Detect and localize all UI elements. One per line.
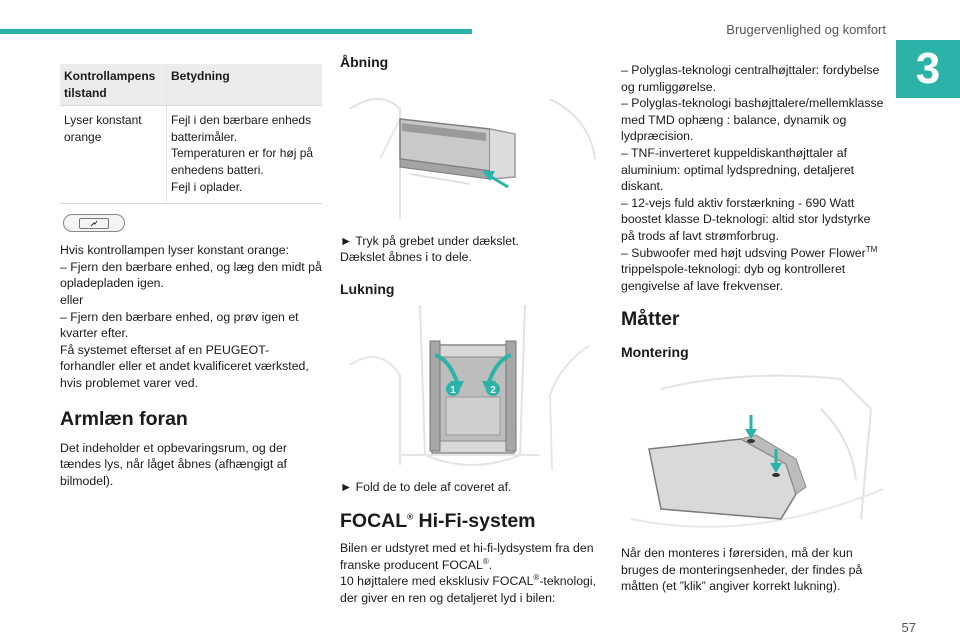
mounting-text: Når den monteres i førersiden, må der ku… — [621, 545, 863, 594]
step-2-marker — [486, 382, 500, 397]
opening-heading: Åbning — [340, 54, 389, 70]
text-line: – Fjern den bærbare enhed, og prøv igen … — [60, 309, 299, 341]
meaning-line: Fejl i den bærbare enheds batterimåler. — [171, 113, 312, 144]
text-line: – Fjern den bærbare enhed, og læg den mi… — [60, 259, 322, 291]
opening-instruction: ► Tryk på grebet under dækslet. — [340, 233, 519, 248]
table-cell-state: Lyser konstant orange — [60, 105, 167, 205]
charging-warning-icon — [63, 214, 125, 233]
step-2-label: 2 — [490, 385, 496, 396]
armrest-heading: Armlæn foran — [60, 407, 188, 430]
column-middle: Åbning ► Tryk på grebet under dækslet. D… — [340, 54, 604, 606]
step-1-marker — [446, 382, 460, 397]
armrest-text: Det indeholder et opbevaringsrum, og der… — [60, 440, 287, 488]
header-accent-bar — [0, 29, 472, 34]
list-item: – 12-vejs fuld aktiv forstærkning - 690 … — [621, 195, 871, 243]
table-row: Lyser konstant orange Fejl i den bærbare… — [60, 105, 322, 205]
focal-speakers: 10 højttalere med eksklusiv FOCAL®-tekno… — [340, 573, 597, 605]
table-header-state: Kontrollampens tilstand — [60, 64, 167, 107]
column-right: – Polyglas-teknologi centralhøjttaler: f… — [621, 62, 887, 595]
mats-heading: Måtter — [621, 308, 680, 331]
meaning-line: Fejl i oplader. — [171, 179, 243, 194]
text-line: Få systemet efterset af en PEUGEOT-forha… — [60, 342, 309, 390]
text-line: Hvis kontrollampen lyser konstant orange… — [60, 243, 289, 258]
step-1-label: 1 — [450, 385, 456, 396]
armrest-closing-illustration: 1 2 — [349, 305, 591, 471]
table-header-meaning: Betydning — [166, 64, 322, 107]
closing-heading: Lukning — [340, 280, 395, 297]
indicator-instructions: Hvis kontrollampen lyser konstant orange… — [60, 242, 322, 391]
meaning-line: Temperaturen er for høj på enhedens batt… — [171, 146, 314, 177]
mounting-heading: Montering — [621, 344, 689, 361]
focal-heading: FOCAL® Hi-Fi-system — [340, 509, 536, 532]
list-item: – Subwoofer med højt udsving Power Flowe… — [621, 244, 878, 293]
list-item: – Polyglas-teknologi centralhøjttaler: f… — [621, 63, 880, 94]
section-title: Brugervenlighed og komfort — [726, 22, 886, 37]
text-line: eller — [60, 292, 84, 307]
floor-mat-illustration — [630, 374, 884, 528]
column-left: Kontrollampens tilstand Betydning Lyser … — [60, 64, 322, 489]
indicator-table: Kontrollampens tilstand Betydning Lyser … — [60, 64, 322, 205]
armrest-opening-illustration — [340, 78, 604, 219]
list-item: – TNF-inverteret kuppeldiskanthøjttaler … — [621, 145, 855, 194]
chapter-badge: 3 — [896, 40, 960, 98]
focal-intro: Bilen er udstyret med et hi-fi-lydsystem… — [340, 540, 594, 572]
page-number: 57 — [901, 620, 916, 635]
list-item: – Polyglas-teknologi bashøjttalere/melle… — [621, 96, 884, 144]
table-cell-meaning: Fejl i den bærbare enheds batterimåler. … — [166, 105, 322, 205]
opening-result: Dækslet åbnes i to dele. — [340, 250, 472, 265]
closing-instruction: ► Fold de to dele af coveret af. — [340, 480, 512, 495]
